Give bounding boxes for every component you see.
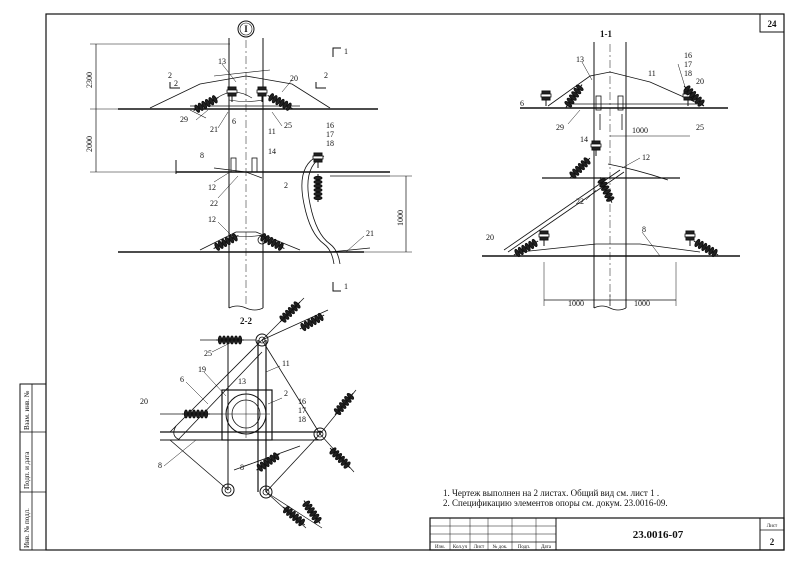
main-view (90, 20, 412, 311)
callout: 18 (298, 415, 306, 424)
dim-1000-main: 1000 (396, 210, 405, 226)
notes: 1. Чертеж выполнен на 2 листах. Общий ви… (443, 488, 668, 508)
callout: 11 (282, 359, 290, 368)
callout: 8 (158, 461, 162, 470)
section-mark-top: 1 (344, 47, 348, 56)
section-mark-right: 2 (324, 71, 328, 80)
section-2-2-labels: 2-2 25 11 6 19 13 2 20 16 17 18 8 8 (140, 316, 306, 472)
callout: 22 (576, 197, 584, 206)
section-mark-bottom: 1 (344, 282, 348, 291)
corner-number-box: 24 (759, 13, 785, 33)
dim-1000-top: 1000 (632, 126, 648, 135)
callout: 29 (180, 115, 188, 124)
main-view-labels: I 1 2 2 1 2300 2000 1000 2 13 20 29 21 6… (85, 24, 405, 291)
callout: 20 (486, 233, 494, 242)
tb-col-sign: Подп. (518, 545, 530, 550)
callout: 6 (520, 99, 524, 108)
dim-2000: 2000 (85, 136, 94, 152)
sheet-label: Лист (767, 524, 778, 529)
callout: 2 (284, 389, 288, 398)
section-1-1-view (482, 42, 740, 311)
callout: 25 (284, 121, 292, 130)
section-1-1-title: 1-1 (600, 29, 612, 39)
callout: 20 (696, 77, 704, 86)
callout: 17 (326, 130, 334, 139)
side-stamp-column: Взам. инв. № Подп. и дата Инв. № подл. (19, 383, 47, 551)
document-code: 23.0016-07 (633, 529, 684, 541)
axis-mark: I (244, 24, 248, 34)
tb-col-date: Дата (541, 545, 552, 550)
callout: 6 (180, 375, 184, 384)
callout: 8 (642, 225, 646, 234)
section-mark-left: 2 (168, 71, 172, 80)
dim-2300: 2300 (85, 72, 94, 88)
callout: 17 (298, 406, 306, 415)
callout: 18 (684, 69, 692, 78)
callout: 13 (218, 57, 226, 66)
tb-col-sheet: Лист (474, 545, 485, 550)
callout: 20 (140, 397, 148, 406)
note-1: 1. Чертеж выполнен на 2 листах. Общий ви… (443, 488, 659, 498)
stamp-original-inventory: Инв. № подл. (23, 508, 31, 548)
callout: 21 (366, 229, 374, 238)
sheet-number: 2 (770, 537, 775, 547)
callout: 12 (208, 215, 216, 224)
corner-number: 24 (768, 19, 778, 29)
tb-col-change: Изм. (435, 545, 445, 550)
stamp-signature-date: Подп. и дата (23, 451, 31, 489)
sheet-frame (45, 13, 785, 551)
callout: 14 (580, 135, 588, 144)
callout: 6 (232, 117, 236, 126)
callout: 16 (298, 397, 306, 406)
callout: 17 (684, 60, 692, 69)
callout: 18 (326, 139, 334, 148)
dim-1000-left: 1000 (568, 299, 584, 308)
callout: 21 (210, 125, 218, 134)
tb-col-count: Кол.уч (453, 545, 468, 550)
callout: 12 (642, 153, 650, 162)
callout: 2 (284, 181, 288, 190)
callout: 25 (696, 123, 704, 132)
stamp-replacement-inventory: Взам. инв. № (23, 390, 31, 430)
callout: 11 (648, 69, 656, 78)
callout: 8 (200, 151, 204, 160)
callout: 16 (326, 121, 334, 130)
callout: 19 (198, 365, 206, 374)
callout: 14 (268, 147, 276, 156)
callout: 2 (174, 79, 178, 88)
note-2: 2. Спецификацию элементов опоры см. доку… (443, 498, 668, 508)
callout: 13 (238, 377, 246, 386)
dim-1000-right: 1000 (634, 299, 650, 308)
section-2-2-view (160, 297, 357, 529)
callout: 22 (210, 199, 218, 208)
title-block: Изм. Кол.уч Лист № док. Подп. Дата 23.00… (429, 517, 785, 551)
callout: 20 (290, 74, 298, 83)
callout: 25 (204, 349, 212, 358)
section-1-1-labels: 1-1 1000 1000 1000 13 11 16 17 18 20 6 2… (486, 29, 704, 308)
tb-col-doc: № док. (493, 544, 508, 550)
callout: 11 (268, 127, 276, 136)
callout: 29 (556, 123, 564, 132)
callout: 12 (208, 183, 216, 192)
callout: 13 (576, 55, 584, 64)
section-2-2-title: 2-2 (240, 316, 252, 326)
callout: 16 (684, 51, 692, 60)
callout: 8 (240, 463, 244, 472)
